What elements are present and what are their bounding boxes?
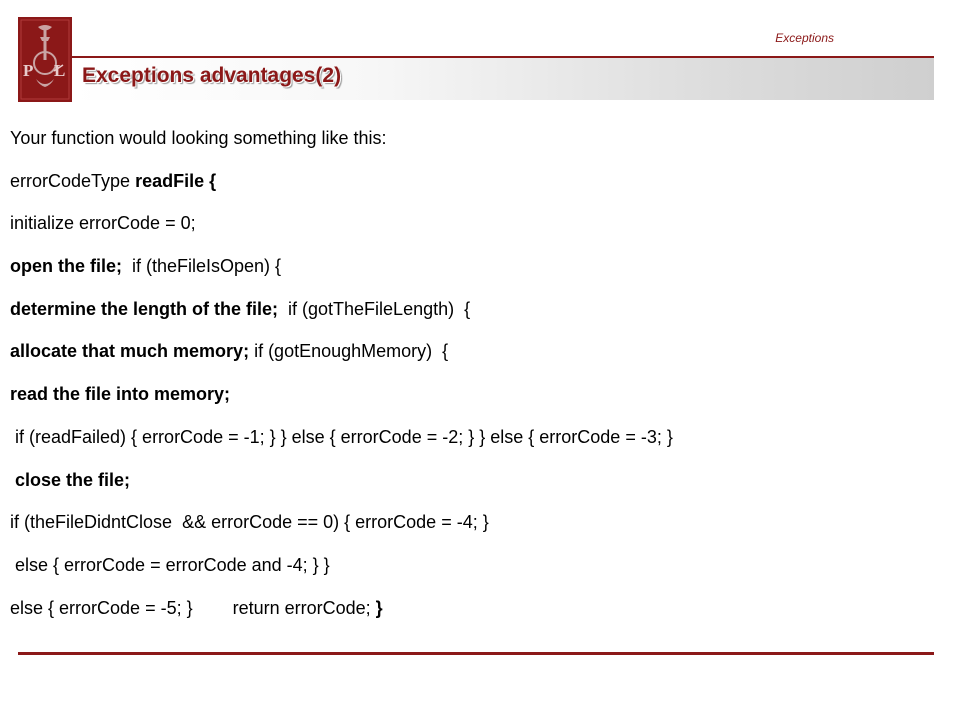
intro-line: Your function would looking something li… [10, 128, 387, 148]
pseudocode-block: errorCodeType readFile { initialize error… [10, 170, 950, 619]
code-line: initialize errorCode = 0; [10, 212, 950, 234]
code-text: initialize errorCode = 0; [10, 213, 196, 234]
svg-text:L: L [54, 61, 65, 80]
svg-text:P: P [23, 61, 33, 80]
code-line: else { errorCode = errorCode and -4; } } [10, 554, 950, 576]
code-text: errorCodeType [10, 170, 136, 191]
code-line: close the file; [10, 469, 950, 491]
code-line: errorCodeType readFile { [10, 170, 950, 192]
header-divider [72, 56, 934, 58]
code-keyword-text: determine the length of the file; [10, 298, 279, 319]
code-keyword-text: read the file into memory; [10, 384, 231, 405]
code-line: open the file; if (theFileIsOpen) { [10, 255, 950, 277]
code-line: else { errorCode = -5; } return errorCod… [10, 597, 950, 619]
code-text: if (theFileDidntClose && errorCode == 0)… [10, 512, 489, 533]
code-keyword-text: allocate that much memory; [10, 341, 250, 362]
code-text: if (gotEnoughMemory) { [249, 341, 449, 362]
slide-title: Exceptions advantages(2) [82, 64, 342, 87]
code-line: if (readFailed) { errorCode = -1; } } el… [10, 426, 950, 448]
code-line: read the file into memory; [10, 383, 950, 405]
code-text: if (theFileIsOpen) { [122, 256, 282, 277]
code-text: else { errorCode = -5; } return errorCod… [10, 597, 376, 618]
code-text: if (gotTheFileLength) { [278, 298, 471, 319]
header-section-label: Exceptions [775, 31, 834, 45]
title-band [72, 58, 934, 100]
code-text: else { errorCode = errorCode and -4; } } [10, 554, 330, 575]
code-keyword-text: } [375, 597, 383, 618]
university-logo-icon: P L [18, 17, 72, 102]
code-line: determine the length of the file; if (go… [10, 298, 950, 320]
code-keyword-text: readFile { [135, 170, 217, 191]
slide-body: Your function would looking something li… [10, 127, 950, 639]
code-line: if (theFileDidntClose && errorCode == 0)… [10, 511, 950, 533]
code-text: if (readFailed) { errorCode = -1; } } el… [10, 426, 673, 447]
code-line: allocate that much memory; if (gotEnough… [10, 340, 950, 362]
code-keyword-text: open the file; [10, 256, 122, 277]
footer-divider [18, 652, 934, 655]
code-keyword-text: close the file; [10, 469, 131, 490]
